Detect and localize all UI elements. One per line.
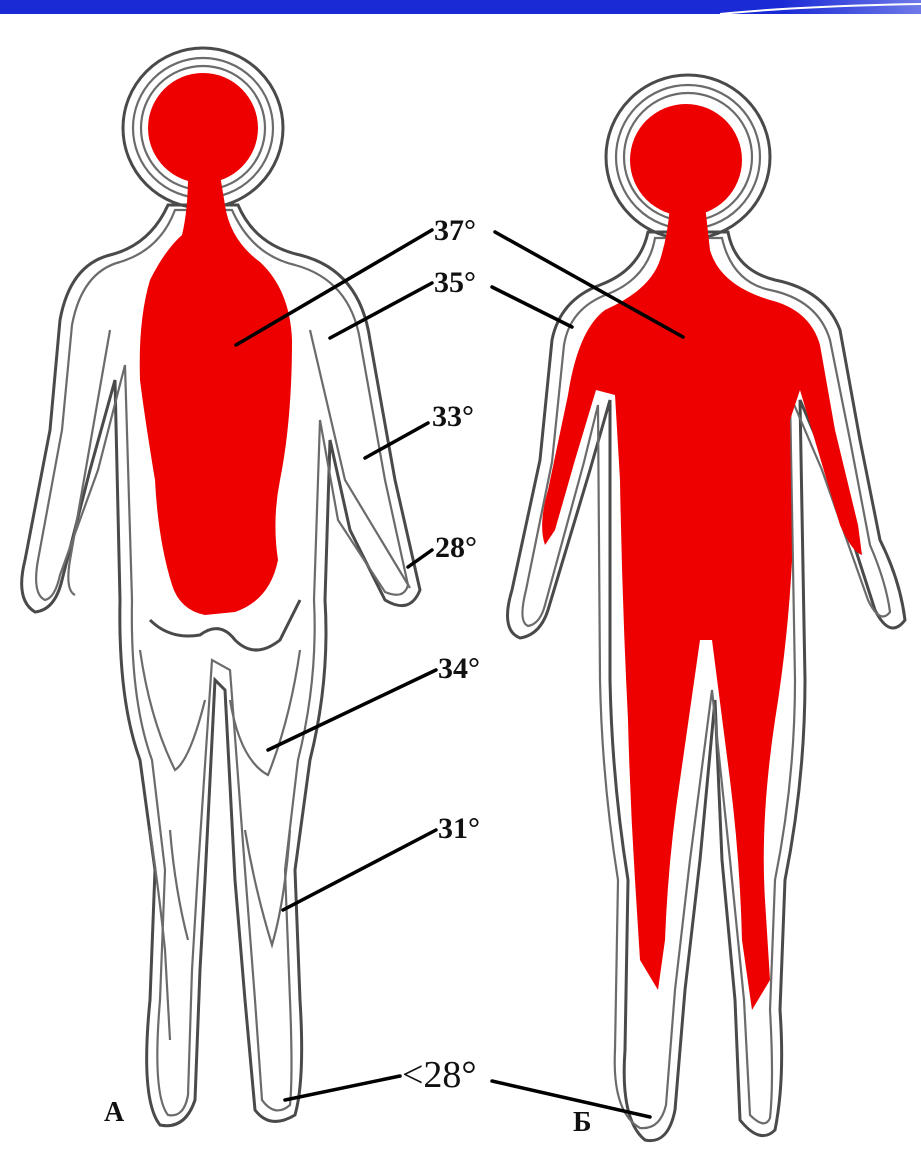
leader-34 [268, 670, 436, 750]
label-34: 34° [438, 652, 480, 685]
label-31: 31° [438, 812, 480, 845]
figure-letters: А Б [104, 1097, 592, 1138]
figure-b-core [542, 104, 862, 1010]
figure-letter-b: Б [573, 1107, 592, 1138]
figure-b-core-body [542, 205, 862, 1010]
leader-31 [283, 830, 436, 910]
label-28-hand: 28° [435, 531, 477, 564]
figure-a-core-head [148, 73, 258, 183]
leader-33 [365, 423, 428, 458]
figure-b [508, 75, 906, 1141]
label-35: 35° [434, 266, 476, 299]
figure-a-core [140, 73, 292, 615]
leader-35-b [492, 287, 572, 327]
label-33: 33° [432, 400, 474, 433]
temperature-labels: 37° 35° 33° 28° 34° 31° <28° [402, 214, 480, 1096]
top-bar [0, 0, 921, 14]
figure-a [22, 48, 420, 1126]
figure-letter-a: А [104, 1097, 125, 1128]
leader-28-foot-a [285, 1076, 400, 1100]
label-37: 37° [434, 214, 476, 247]
label-28-foot: <28° [402, 1054, 477, 1096]
figure-b-core-head [630, 104, 742, 216]
leader-35-a [330, 283, 432, 338]
